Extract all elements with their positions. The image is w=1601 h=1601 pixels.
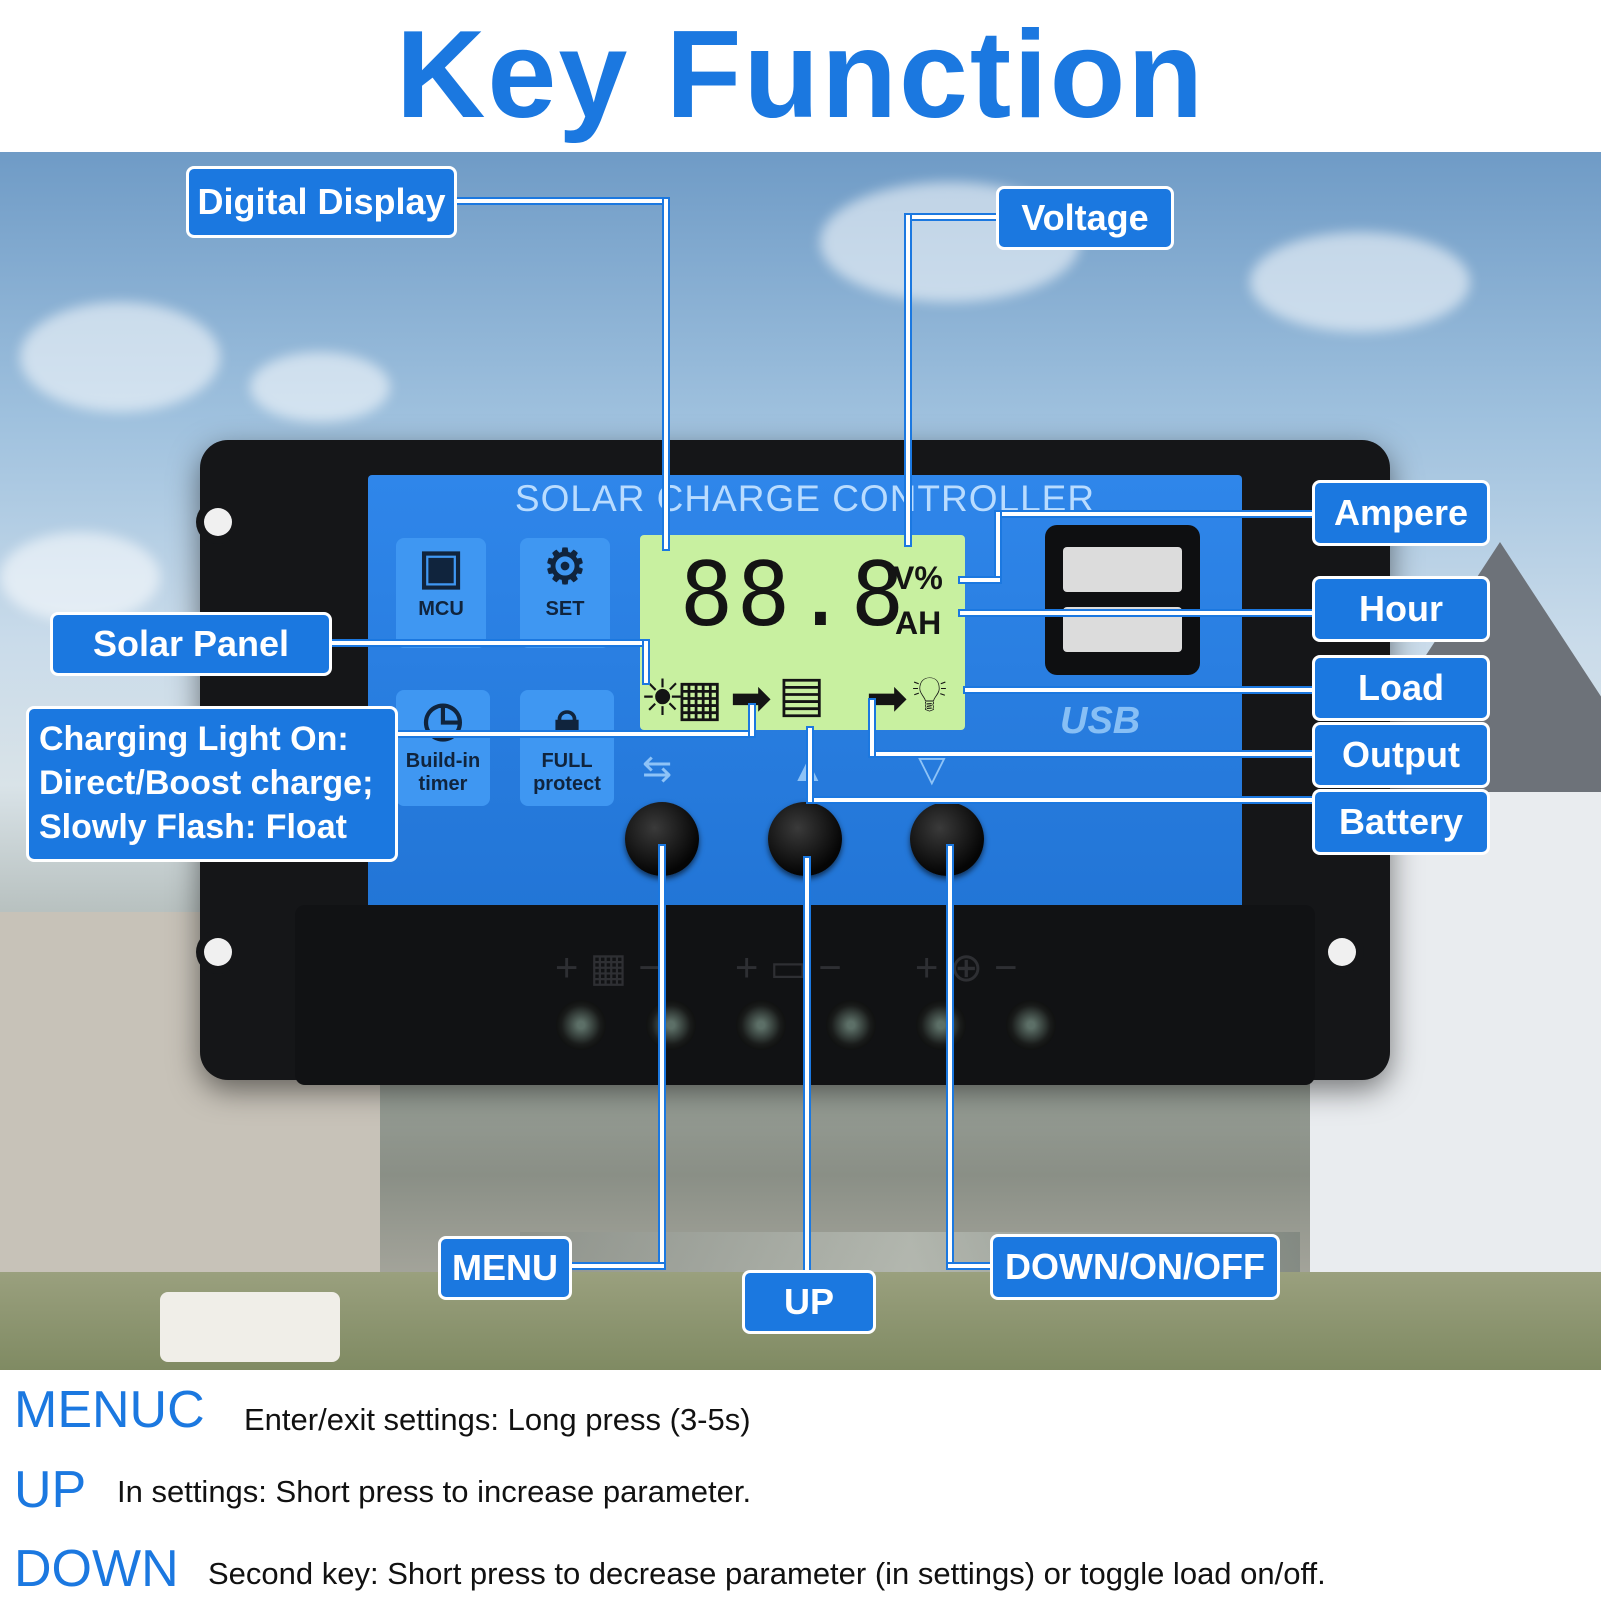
protect-label: protect <box>533 773 601 795</box>
solar-panel-leader <box>326 641 646 645</box>
charging-light-line-3: Slowly Flash: Float <box>39 808 347 846</box>
lcd-screen <box>640 535 965 730</box>
digital-display-leader <box>664 199 668 549</box>
usb-label: USB <box>1060 700 1141 742</box>
set-voltage-badge: ⚙ SET <box>520 538 610 648</box>
hour-leader <box>960 611 1313 615</box>
legend-desc-down: Second key: Short press to decrease para… <box>208 1556 1326 1591</box>
digital-display-callout: Digital Display <box>186 166 457 238</box>
menu-callout: MENU <box>438 1236 572 1300</box>
set-label: SET <box>545 598 585 620</box>
load-terminal-symbol-icon: + ⊕ − <box>915 946 1018 990</box>
charging-light-line-1: Charging Light On: <box>39 720 349 758</box>
up-leader <box>805 858 809 1272</box>
voltage-leader <box>906 215 910 545</box>
legend-key-up: UP <box>14 1461 87 1519</box>
battery-negative-terminal[interactable] <box>826 1000 876 1050</box>
gear-icon: ⚙ <box>543 541 587 594</box>
load-negative-terminal[interactable] <box>1006 1000 1056 1050</box>
hour-callout: Hour <box>1312 576 1490 642</box>
menu-leader <box>660 846 664 1268</box>
timer-label: timer <box>418 773 468 795</box>
mcu-label: MCU <box>418 598 464 620</box>
bulb-icon: 💡︎ <box>912 666 947 722</box>
voltage-leader <box>906 215 998 219</box>
battery-callout: Battery <box>1312 789 1490 855</box>
legend-key-down: DOWN <box>14 1540 179 1598</box>
ampere-leader <box>996 512 1000 582</box>
lcd-unit-voltage-percent: V% <box>893 560 943 596</box>
build-in-timer-badge: ◷ Build-in timer <box>396 690 490 806</box>
clock-icon: ◷ <box>422 693 464 746</box>
ampere-leader <box>960 578 1000 582</box>
battery-icon: ▤ <box>778 666 826 722</box>
battery-leader <box>808 728 812 802</box>
usb-port-1[interactable] <box>1063 547 1182 592</box>
charging-light-callout: Charging Light On: Direct/Boost charge; … <box>26 706 398 862</box>
legend-desc-up: In settings: Short press to increase par… <box>117 1474 752 1509</box>
battery-leader <box>810 798 1313 802</box>
legend-desc-menu: Enter/exit settings: Long press (3-5s) <box>244 1402 751 1437</box>
down-leader <box>948 1264 994 1268</box>
page-title: Key Function <box>395 6 1206 144</box>
output-callout: Output <box>1312 722 1490 788</box>
solar-positive-terminal[interactable] <box>556 1000 606 1050</box>
solar-negative-terminal[interactable] <box>646 1000 696 1050</box>
load-leader <box>965 688 1313 692</box>
charging-light-line-2: Direct/Boost charge; <box>39 764 374 802</box>
up-arrow-icon: ▲ <box>790 748 826 790</box>
up-callout: UP <box>742 1270 876 1334</box>
solar-panel-icon: ▦ <box>676 670 724 726</box>
charging-light-leader <box>750 705 754 736</box>
solar-panel-callout: Solar Panel <box>50 612 332 676</box>
load-positive-terminal[interactable] <box>916 1000 966 1050</box>
lcd-digits: 88.8 <box>680 543 908 646</box>
lock-icon: 🔒︎ <box>554 693 580 746</box>
usb-port-housing <box>1045 525 1200 675</box>
lcd-unit-amp-hour: AH <box>895 605 942 641</box>
down-on-off-callout: DOWN/ON/OFF <box>990 1234 1280 1300</box>
down-leader <box>948 846 952 1268</box>
menu-leader <box>570 1264 664 1268</box>
full-protect-badge: 🔒︎ FULL protect <box>520 690 614 806</box>
full-label: FULL <box>541 750 593 772</box>
output-leader <box>872 752 1313 756</box>
battery-positive-terminal[interactable] <box>736 1000 786 1050</box>
battery-terminal-symbol-icon: + ▭ − <box>735 946 842 990</box>
load-callout: Load <box>1312 655 1490 721</box>
down-on-off-button[interactable] <box>910 802 984 876</box>
menu-symbol-icon: ⇆ <box>642 748 673 789</box>
digital-display-leader <box>450 199 666 203</box>
output-leader <box>870 700 874 756</box>
build-in-label: Build-in <box>405 750 481 772</box>
mcu-control-badge: ▣ MCU <box>396 538 486 648</box>
ampere-leader <box>998 512 1313 516</box>
solar-terminal-symbol-icon: + ▦ − <box>555 946 662 990</box>
charging-light-leader <box>392 732 752 736</box>
legend-key-menu: MENUC <box>14 1381 205 1439</box>
ampere-callout: Ampere <box>1312 480 1490 546</box>
solar-panel-leader <box>644 641 648 683</box>
chip-icon: ▣ <box>418 541 464 594</box>
voltage-callout: Voltage <box>996 186 1174 250</box>
